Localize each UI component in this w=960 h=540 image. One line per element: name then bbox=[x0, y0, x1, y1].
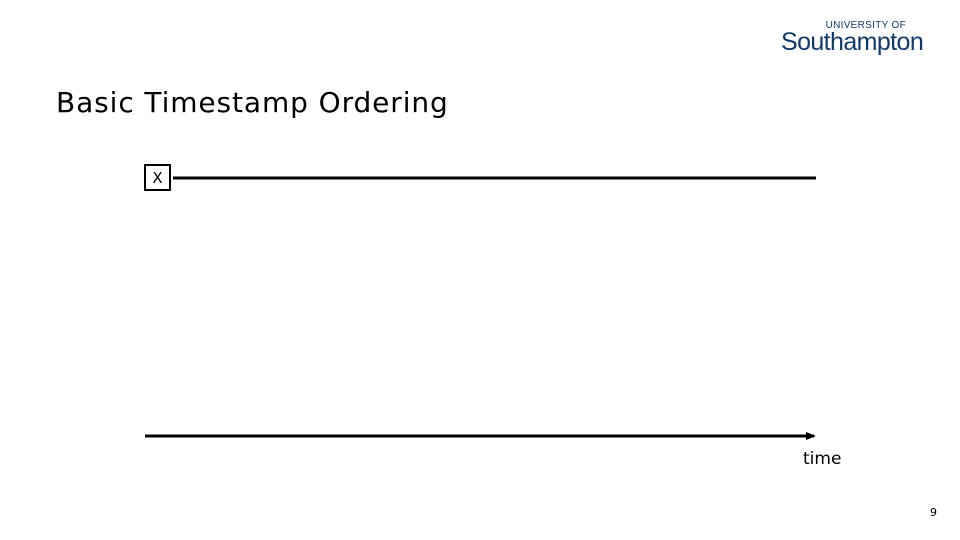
data-item-x-label: X bbox=[144, 164, 171, 191]
slide-title: Basic Timestamp Ordering bbox=[56, 86, 449, 119]
university-logo: UNIVERSITY OF Southampton bbox=[778, 20, 928, 58]
time-axis-label: time bbox=[803, 449, 842, 469]
logo-southampton: Southampton bbox=[781, 28, 924, 56]
logo-university-of: UNIVERSITY OF bbox=[825, 20, 906, 31]
page-number: 9 bbox=[930, 506, 937, 519]
